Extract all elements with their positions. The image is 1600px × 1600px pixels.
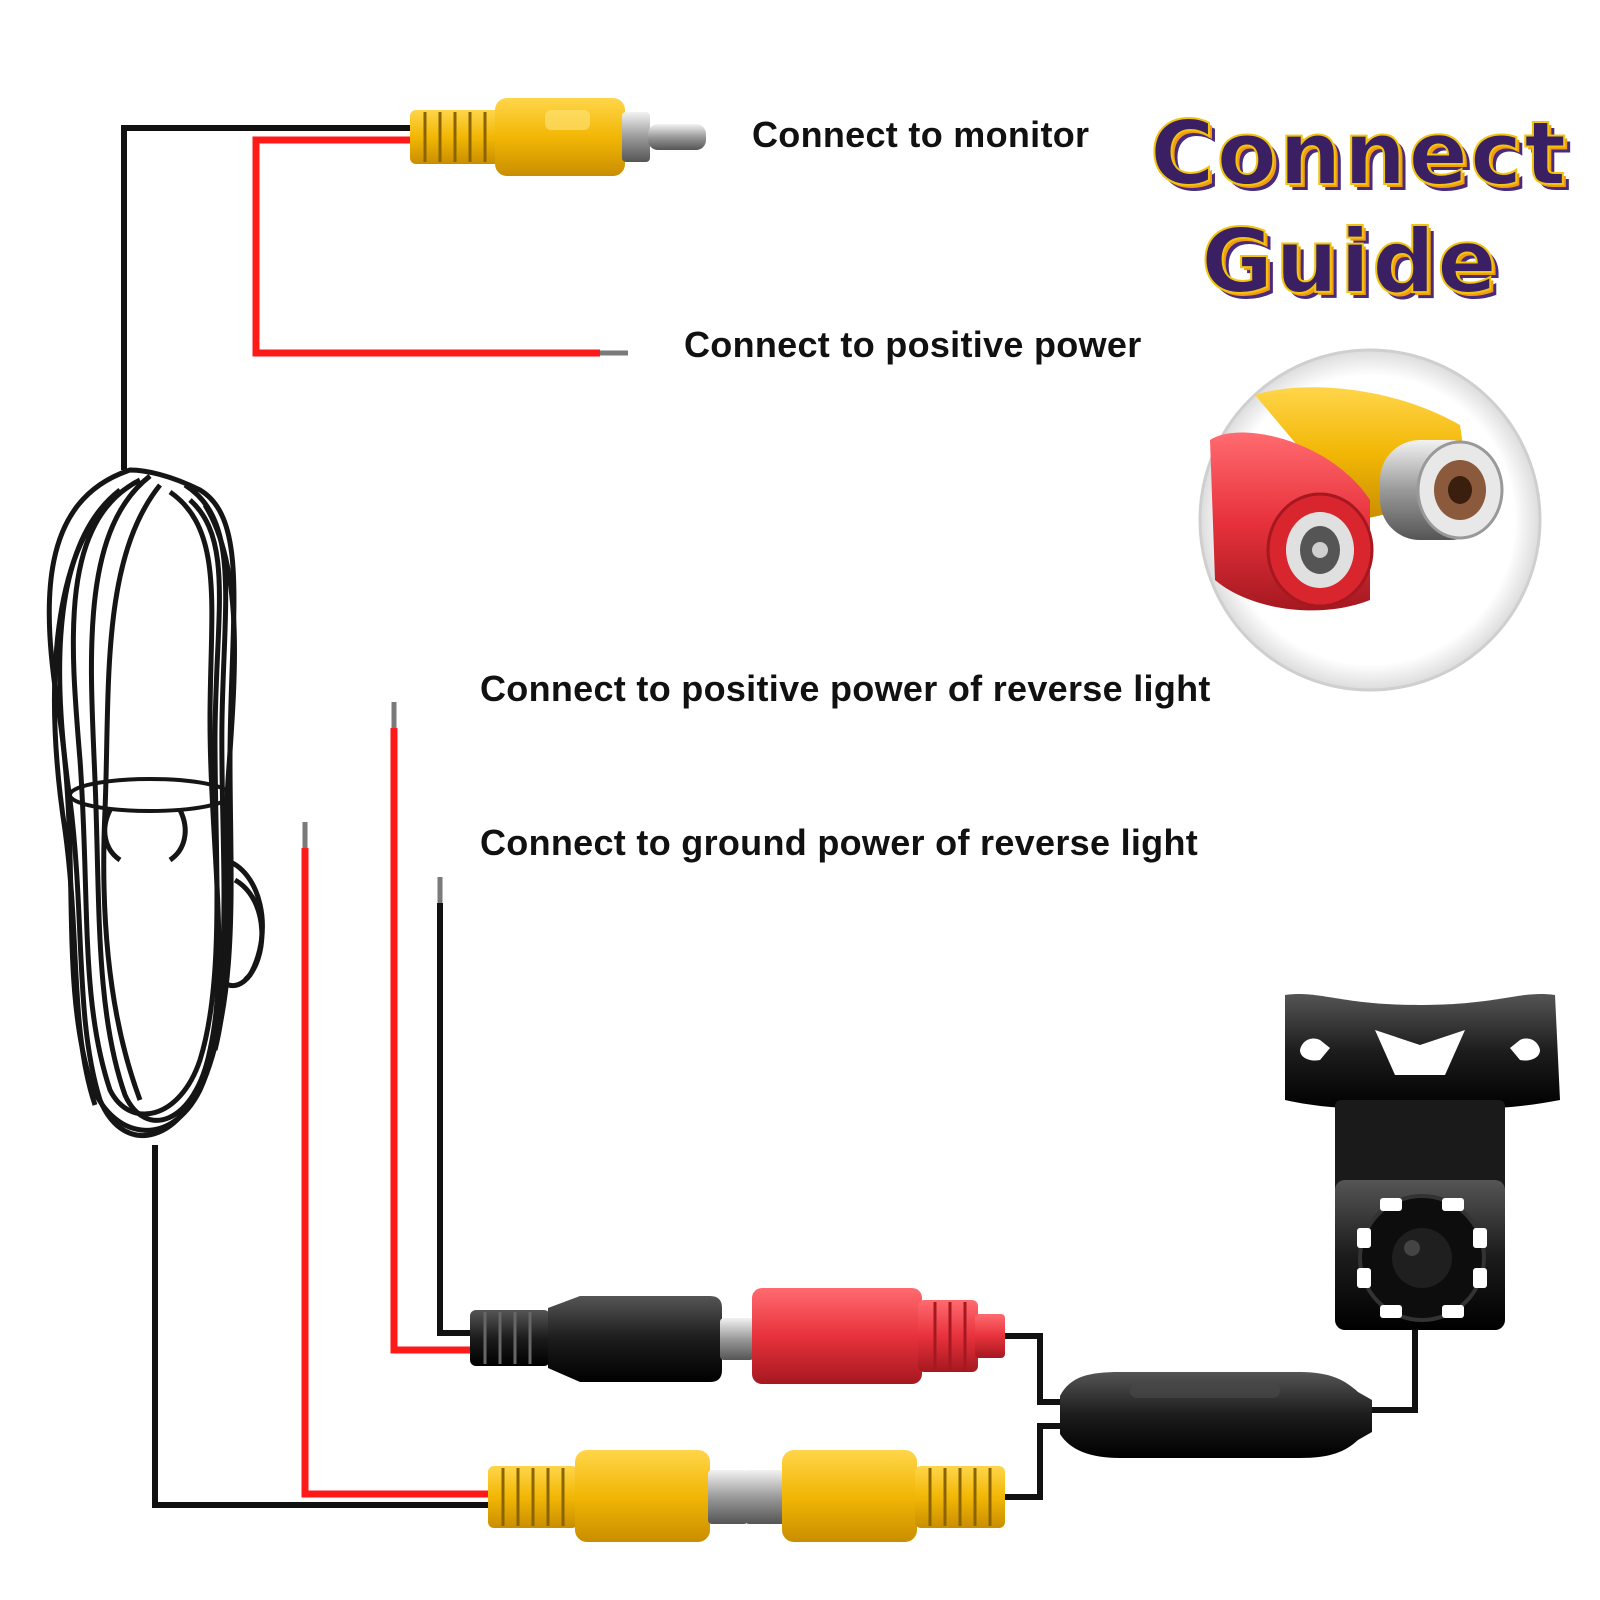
black-wire-bottom	[152, 1145, 490, 1508]
connect-guide-title: Connect Guide	[1149, 100, 1569, 316]
red-wire-reverse	[390, 728, 475, 1354]
socket-inset	[1198, 348, 1542, 692]
label-connect-reverse-ground: Connect to ground power of reverse light	[480, 822, 1199, 863]
cable-coil-icon	[46, 467, 265, 1139]
rca-pair-bottom	[488, 1450, 1005, 1542]
label-connect-reverse-positive: Connect to positive power of reverse lig…	[480, 668, 1211, 709]
dc-plug-icon	[470, 1288, 1005, 1384]
bottom-wiring	[152, 702, 490, 1508]
junction-box	[1060, 1372, 1372, 1458]
led-icon	[1357, 1198, 1487, 1318]
camera-icon	[1285, 993, 1560, 1330]
black-wire-ground	[437, 903, 475, 1336]
top-wiring	[121, 125, 628, 470]
guide-title-line1: Connect	[1149, 101, 1569, 206]
red-wire-ground-long	[301, 848, 490, 1498]
black-wire-top	[121, 125, 418, 470]
label-connect-positive-power: Connect to positive power	[684, 324, 1142, 365]
label-connect-monitor: Connect to monitor	[752, 114, 1090, 155]
guide-title-line2: Guide	[1200, 209, 1499, 314]
red-wire-power	[252, 136, 600, 357]
junction-wiring	[1005, 1310, 1418, 1500]
rca-plug-icon	[410, 98, 706, 176]
